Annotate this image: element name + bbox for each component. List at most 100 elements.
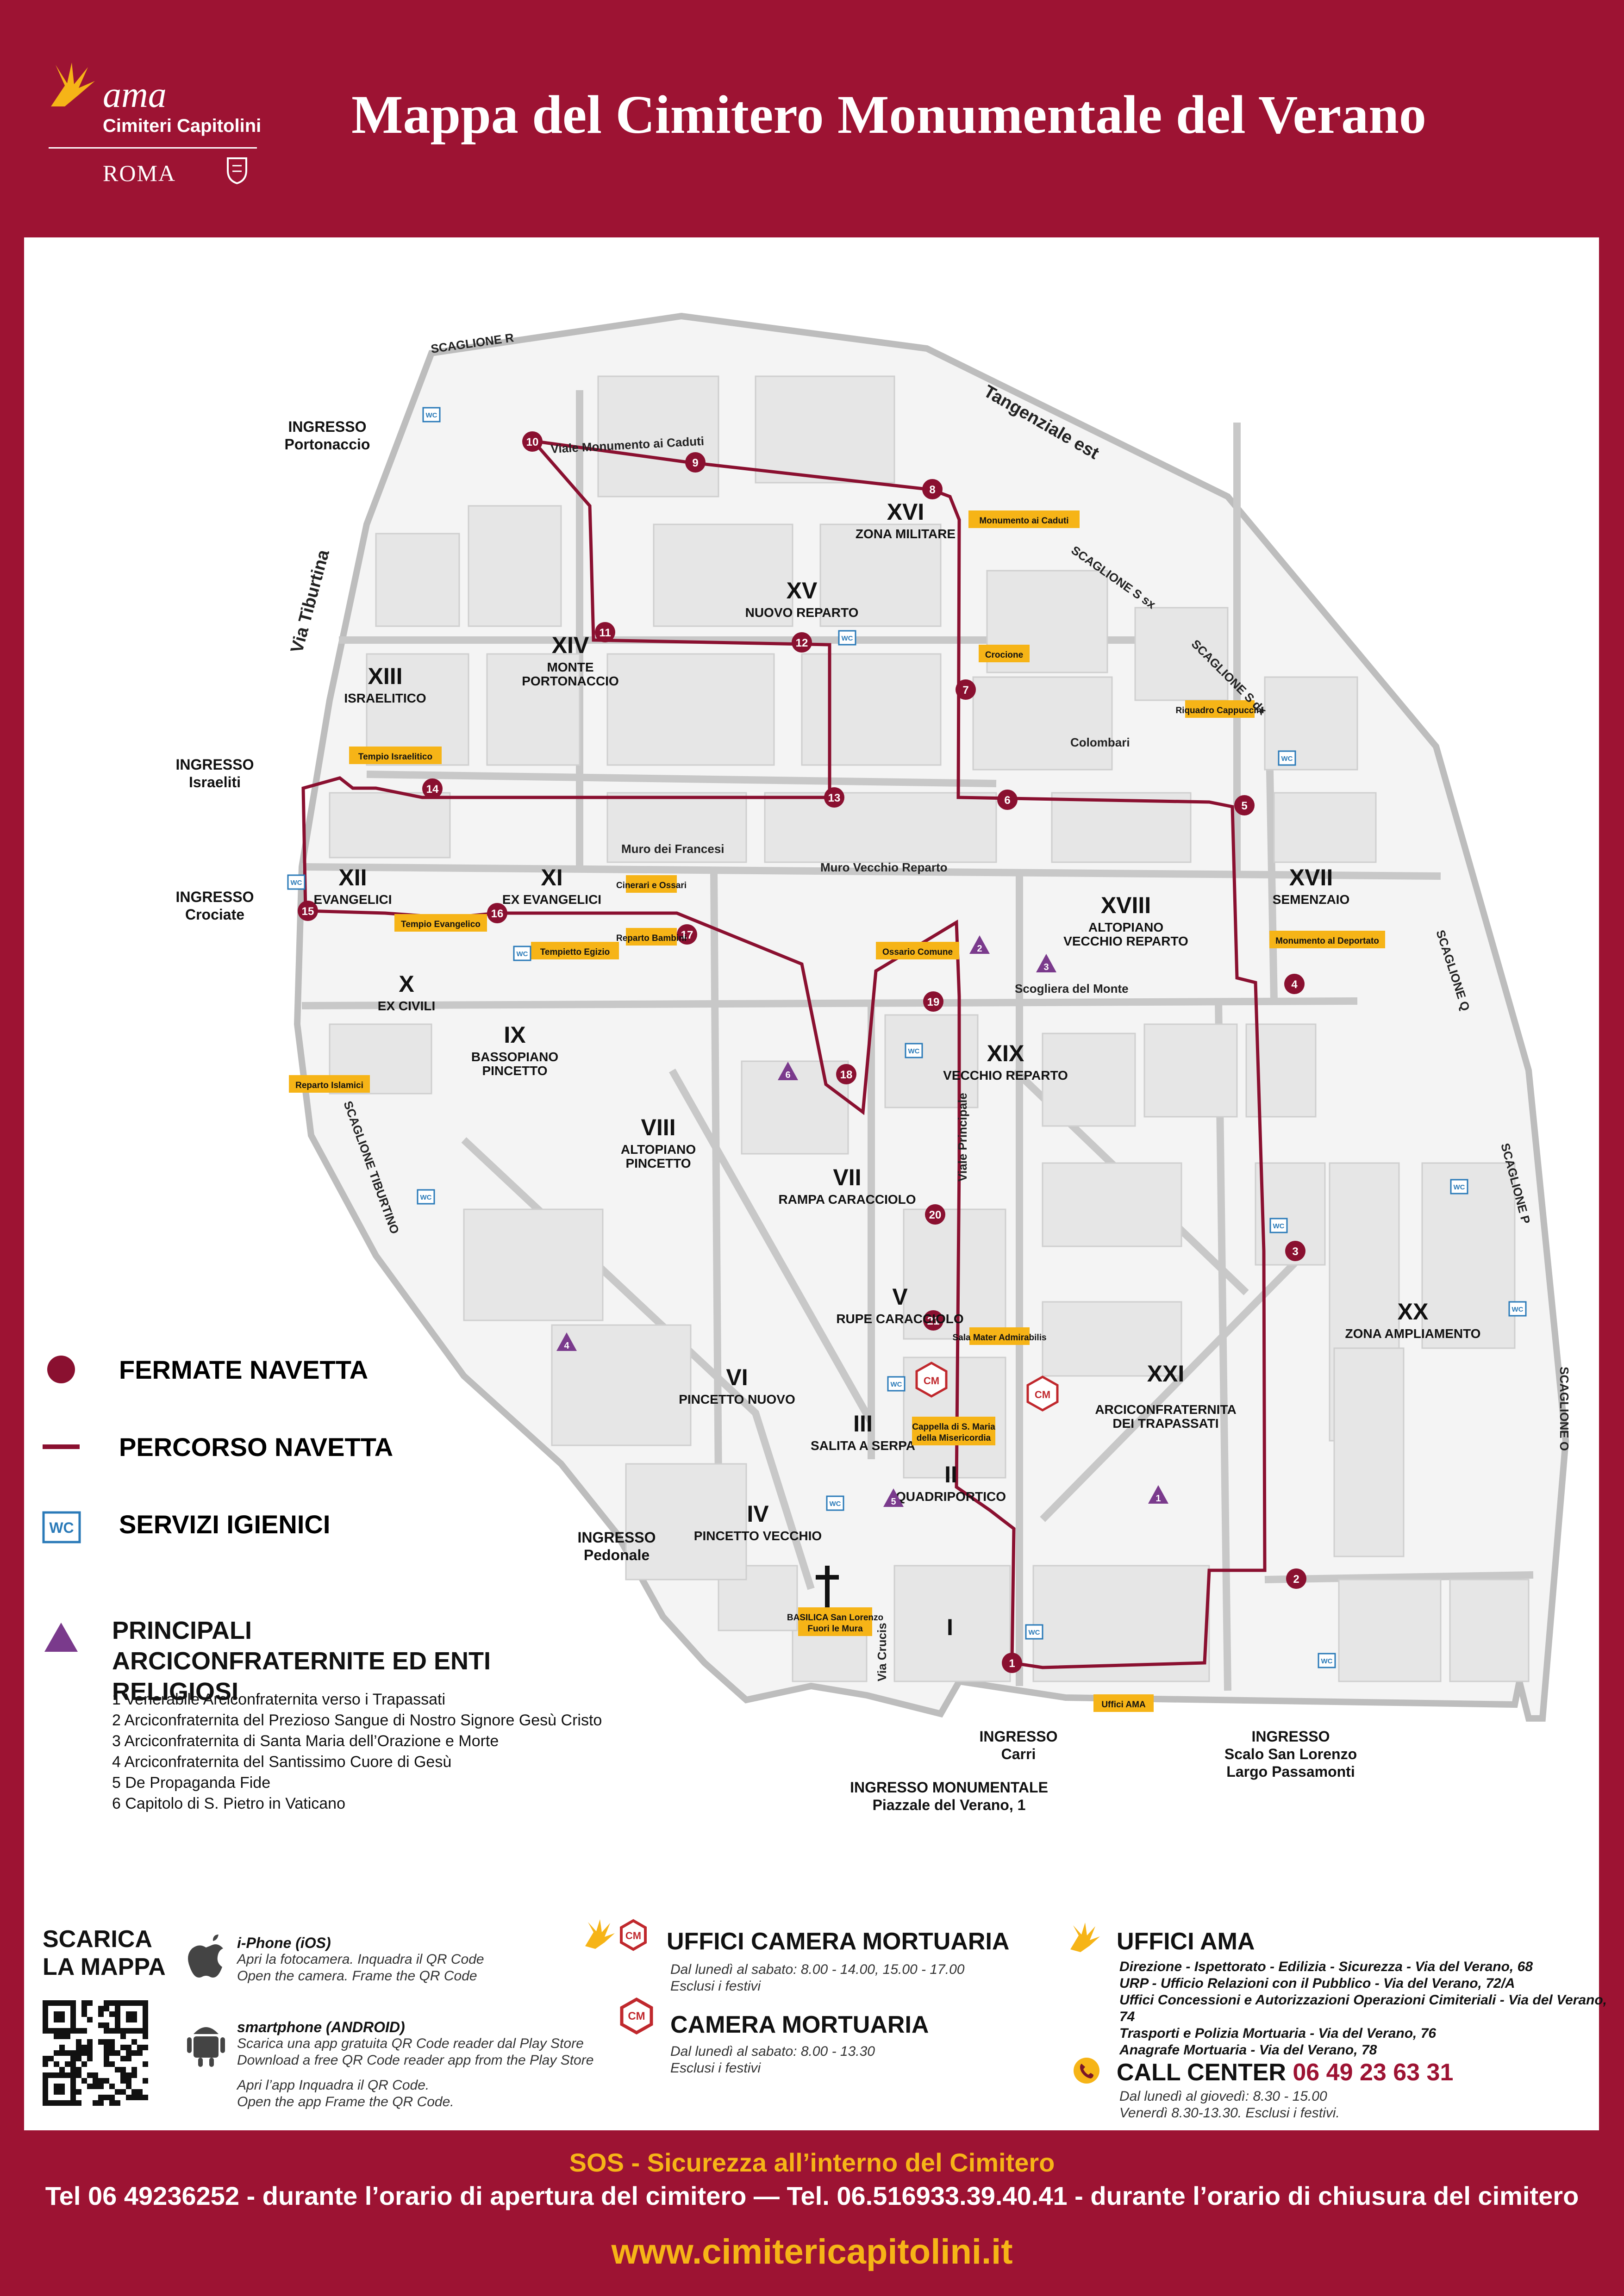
shuttle-stop-5[interactable]: 5 bbox=[1234, 795, 1255, 815]
cm-marker[interactable]: CM bbox=[1026, 1375, 1059, 1412]
shuttle-stop-17[interactable]: 17 bbox=[677, 924, 697, 945]
arciconfraternita-marker-4[interactable]: 4 bbox=[556, 1332, 577, 1351]
svg-text:5: 5 bbox=[1241, 800, 1247, 812]
sector-i[interactable]: I bbox=[947, 1614, 953, 1640]
poi-label[interactable]: Tempio Evangelico bbox=[394, 914, 487, 932]
apple-icon bbox=[188, 1935, 223, 1978]
shuttle-stop-13[interactable]: 13 bbox=[824, 787, 844, 808]
shuttle-stop-9[interactable]: 9 bbox=[685, 452, 706, 473]
wc-marker[interactable]: WC bbox=[1025, 1624, 1043, 1640]
uffici-cm-hours: Dal lunedì al sabato: 8.00 - 14.00, 15.0… bbox=[670, 1962, 965, 1994]
poi-label[interactable]: Tempietto Egizio bbox=[531, 942, 619, 959]
wc-marker[interactable]: WC bbox=[905, 1043, 923, 1058]
wc-marker[interactable]: WC bbox=[1269, 1218, 1288, 1233]
shuttle-stop-7[interactable]: 7 bbox=[956, 679, 976, 700]
wc-marker[interactable]: WC bbox=[513, 946, 531, 961]
poi-label[interactable]: Monumento al Deportato bbox=[1269, 931, 1385, 948]
arciconfraternita-marker-2[interactable]: 2 bbox=[969, 935, 990, 954]
call-center-number[interactable]: 06 49 23 63 31 bbox=[1293, 2059, 1454, 2086]
poi-label[interactable]: Crocione bbox=[979, 645, 1030, 662]
poi-label[interactable]: Tempio Israelitico bbox=[349, 747, 442, 764]
shuttle-stop-14[interactable]: 14 bbox=[422, 778, 443, 799]
wc-marker[interactable]: WC bbox=[838, 630, 856, 646]
wc-marker[interactable]: WC bbox=[287, 874, 306, 890]
website-link[interactable]: www.cimitericapitolini.it bbox=[611, 2232, 1013, 2271]
shuttle-stop-6[interactable]: 6 bbox=[997, 790, 1018, 810]
wc-marker[interactable]: WC bbox=[1318, 1653, 1336, 1668]
svg-text:II: II bbox=[944, 1462, 957, 1487]
shuttle-stop-20[interactable]: 20 bbox=[925, 1204, 945, 1225]
poi-label[interactable]: Riquadro Cappuccini bbox=[1175, 700, 1264, 718]
wc-marker[interactable]: WC bbox=[826, 1495, 844, 1511]
shuttle-stop-21[interactable]: 21 bbox=[923, 1310, 943, 1331]
shuttle-stop-2[interactable]: 2 bbox=[1286, 1568, 1306, 1589]
cm-marker[interactable]: CM bbox=[915, 1362, 948, 1398]
poi-label[interactable]: Reparto Islamici bbox=[289, 1075, 370, 1093]
arciconfraternita-marker-5[interactable]: 5 bbox=[883, 1488, 904, 1507]
poi-label[interactable]: Uffici AMA bbox=[1093, 1694, 1154, 1712]
svg-text:WC: WC bbox=[830, 1500, 841, 1508]
sector-x[interactable]: XEX CIVILI bbox=[378, 971, 435, 1013]
qr-code[interactable] bbox=[43, 2000, 148, 2106]
wc-marker[interactable]: WC bbox=[1278, 750, 1296, 766]
road-label: Muro Vecchio Reparto bbox=[820, 860, 948, 874]
poi-label[interactable]: Monumento ai Caduti bbox=[968, 510, 1080, 528]
arciconfraternita-marker-1[interactable]: 1 bbox=[1148, 1485, 1168, 1504]
svg-text:14: 14 bbox=[426, 783, 439, 796]
shuttle-stop-12[interactable]: 12 bbox=[792, 632, 812, 653]
poi-label[interactable]: Reparto Bambini bbox=[616, 928, 687, 946]
shuttle-stop-11[interactable]: 11 bbox=[595, 622, 615, 642]
wc-marker[interactable]: WC bbox=[422, 407, 441, 423]
wc-marker[interactable]: WC bbox=[1508, 1301, 1527, 1317]
shuttle-stop-8[interactable]: 8 bbox=[922, 479, 943, 499]
wc-marker[interactable]: WC bbox=[887, 1376, 906, 1392]
shuttle-stop-4[interactable]: 4 bbox=[1284, 974, 1305, 994]
shuttle-stop-18[interactable]: 18 bbox=[836, 1064, 856, 1084]
shuttle-stop-10[interactable]: 10 bbox=[522, 431, 543, 452]
poi-label[interactable]: Cinerari e Ossari bbox=[616, 875, 687, 893]
arciconfraternita-marker-6[interactable]: 6 bbox=[778, 1062, 798, 1080]
wc-marker[interactable]: WC bbox=[417, 1189, 435, 1205]
poi-label[interactable]: Sala Mater Admirabilis bbox=[952, 1327, 1047, 1345]
arciconfraternita-marker-3[interactable]: 3 bbox=[1036, 954, 1056, 972]
wc-marker[interactable]: WC bbox=[1450, 1179, 1468, 1195]
shuttle-stop-16[interactable]: 16 bbox=[487, 903, 507, 923]
poi-label[interactable]: Ossario Comune bbox=[876, 942, 959, 959]
legend-stops: FERMATE NAVETTA bbox=[119, 1355, 368, 1384]
shuttle-stop-3[interactable]: 3 bbox=[1285, 1241, 1305, 1261]
shuttle-stop-15[interactable]: 15 bbox=[298, 901, 318, 921]
cm-title: CAMERA MORTUARIA bbox=[670, 2011, 929, 2038]
road-label: Via Tiburtina bbox=[287, 548, 333, 655]
shuttle-stop-1[interactable]: 1 bbox=[1002, 1653, 1022, 1673]
shuttle-stop-19[interactable]: 19 bbox=[923, 991, 943, 1012]
